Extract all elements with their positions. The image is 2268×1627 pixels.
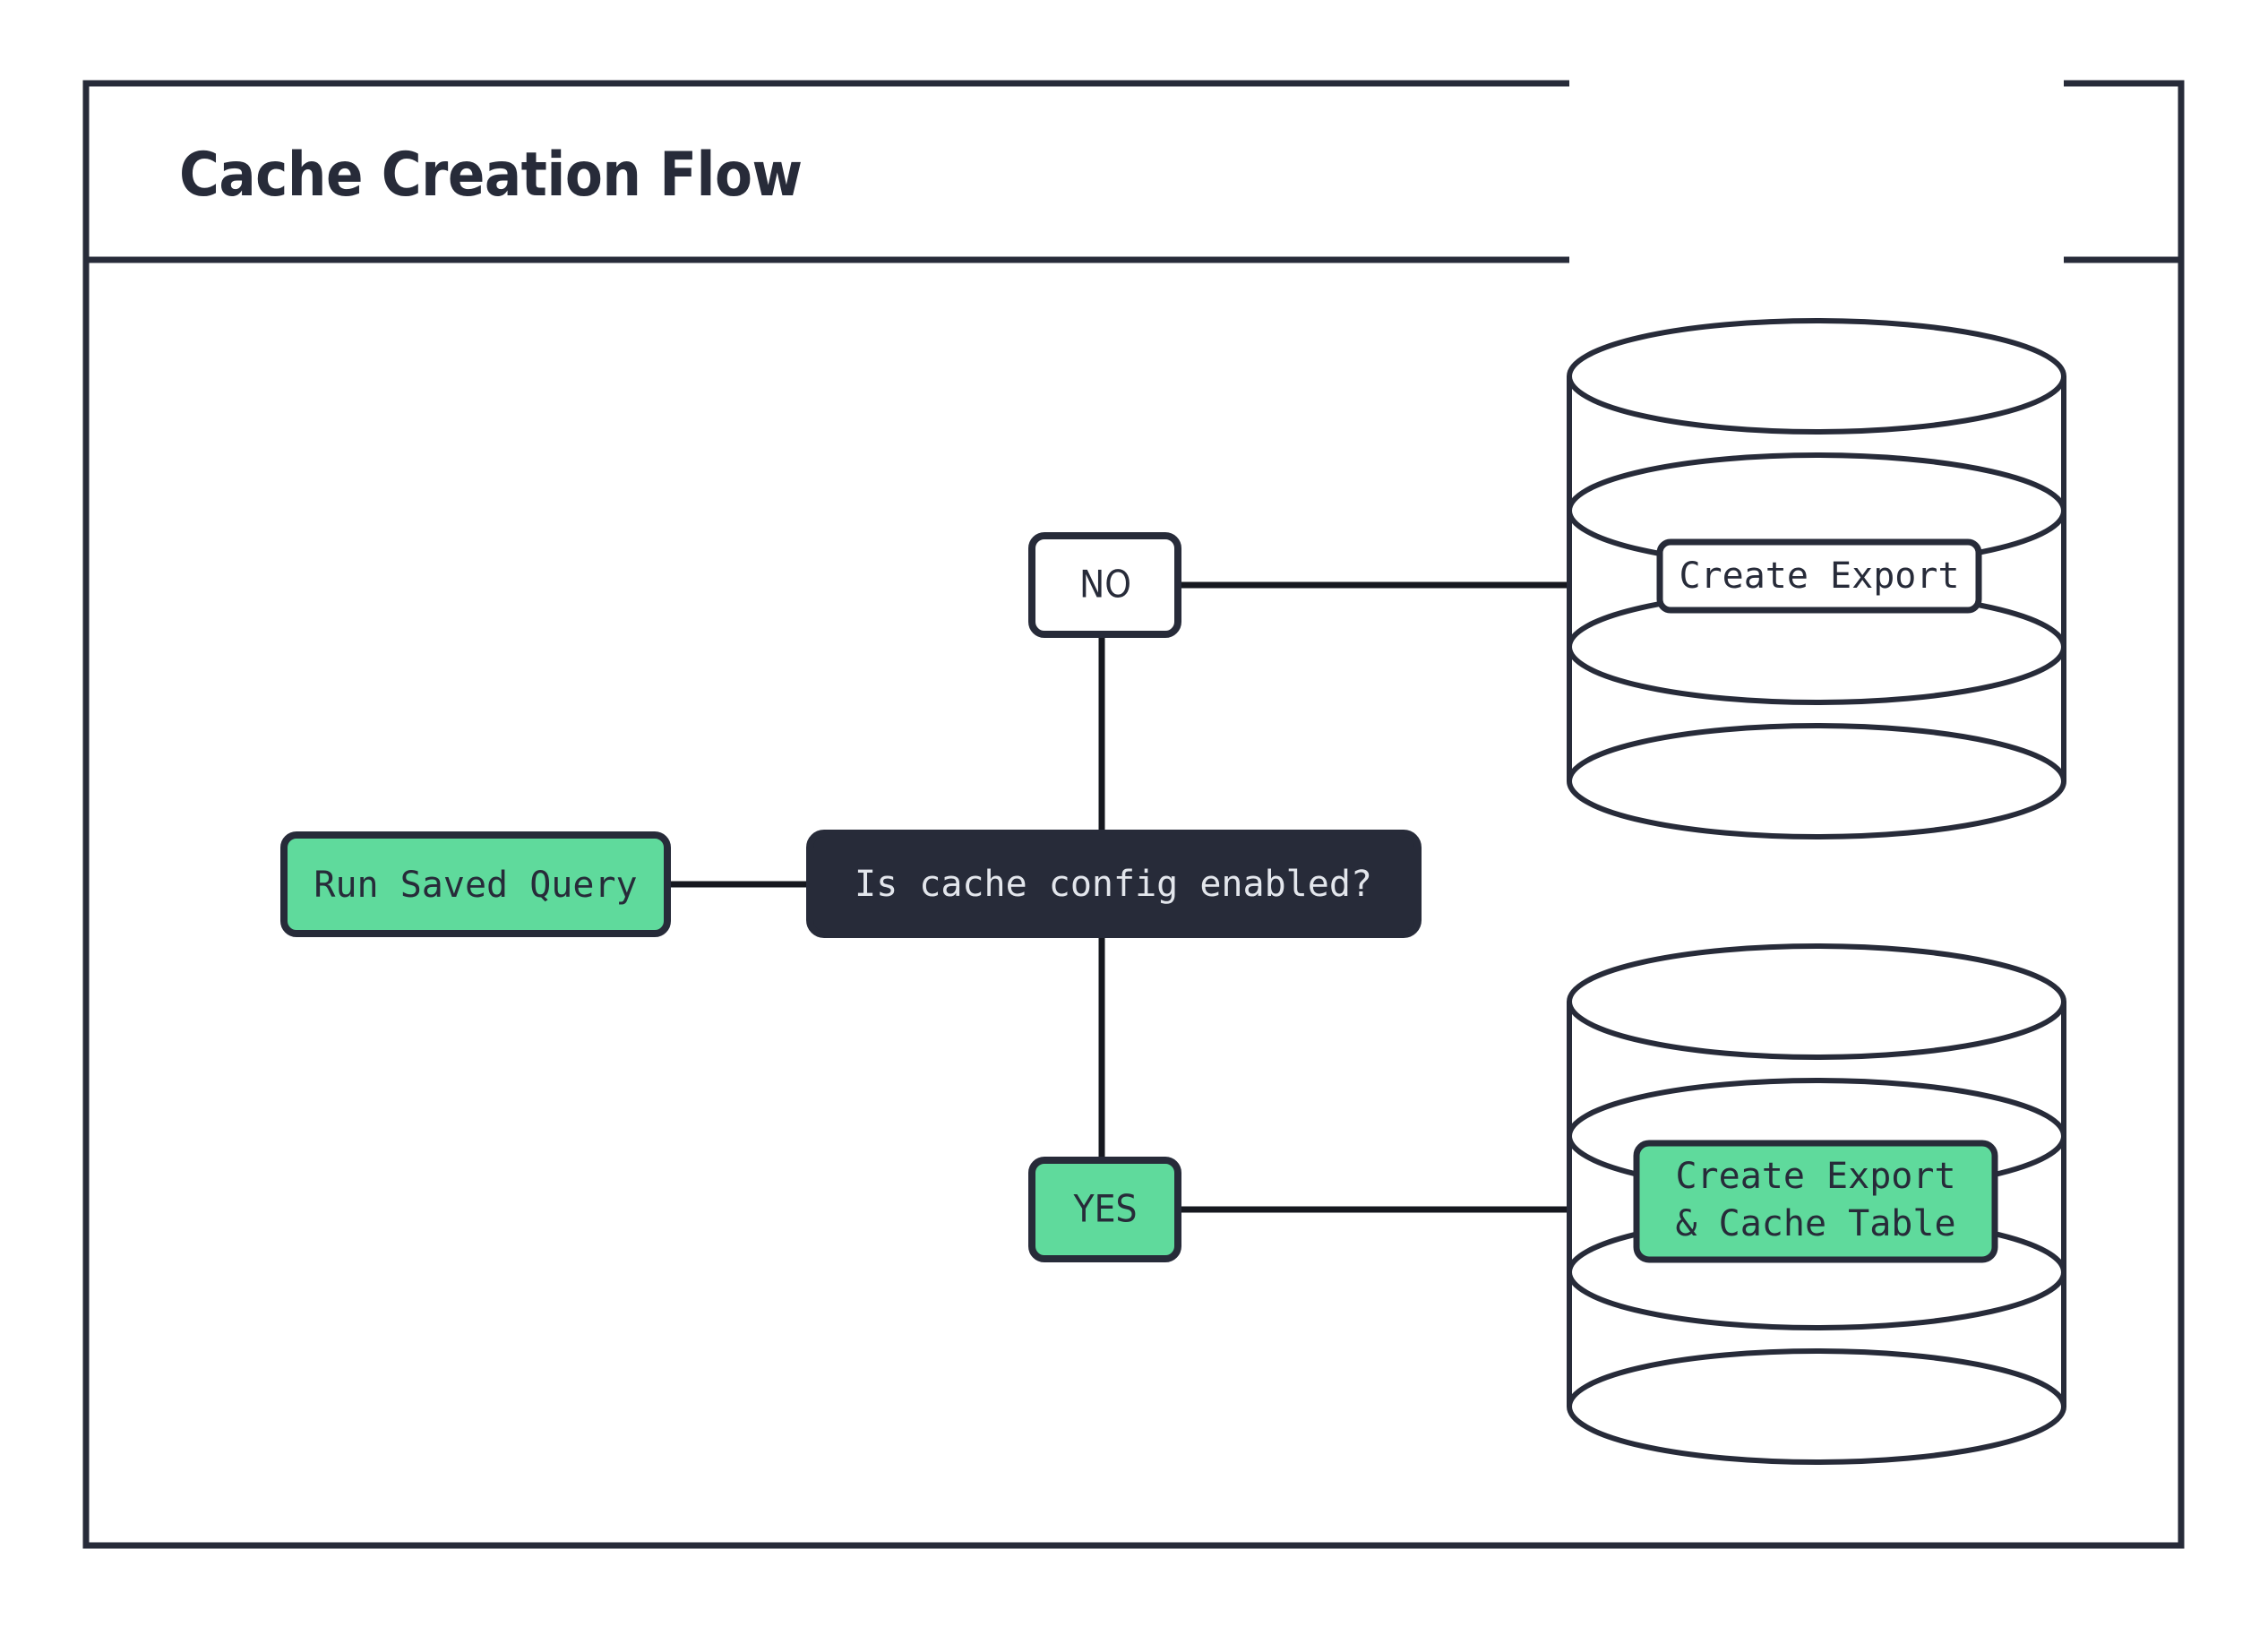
decision-label: Is cache config enabled? xyxy=(855,864,1372,905)
branch-no-box[interactable] xyxy=(1028,532,1181,638)
branch-yes-label: YES xyxy=(1073,1187,1138,1231)
db-export-label-box xyxy=(1656,538,1982,614)
db-export-cache-label-line2: & Cache Table xyxy=(1675,1203,1955,1244)
run-saved-query-label: Run Saved Query xyxy=(314,865,637,906)
db-cylinder-create-export-cache-table: Create Export & Cache Table xyxy=(1567,943,2066,1465)
node-branch-no[interactable]: NO xyxy=(1028,532,1181,638)
db-export-label: Create Export xyxy=(1679,555,1959,597)
db-cylinder-create-export: Create Export xyxy=(1567,0,2066,891)
cylinder2-disc-4 xyxy=(1567,1348,2066,1465)
page-title: Cache Creation Flow xyxy=(179,140,803,211)
decision-box[interactable] xyxy=(806,830,1422,938)
run-saved-query-box[interactable] xyxy=(280,831,671,937)
db-export-cache-label-box xyxy=(1633,1140,1998,1263)
cylinder-disc-4 xyxy=(1567,723,2066,839)
node-run-saved-query[interactable]: Run Saved Query xyxy=(280,831,671,937)
diagram-frame-border xyxy=(82,80,2185,1549)
branch-yes-box[interactable] xyxy=(1028,1157,1181,1262)
node-branch-yes[interactable]: YES xyxy=(1028,1157,1181,1262)
cylinder-disc-1 xyxy=(1567,318,2066,435)
branch-no-label: NO xyxy=(1079,563,1131,607)
db-export-cache-label-line1: Create Export xyxy=(1675,1156,1955,1197)
node-decision-cache-config[interactable]: Is cache config enabled? xyxy=(806,830,1422,938)
cylinder2-disc-1 xyxy=(1567,943,2066,1060)
